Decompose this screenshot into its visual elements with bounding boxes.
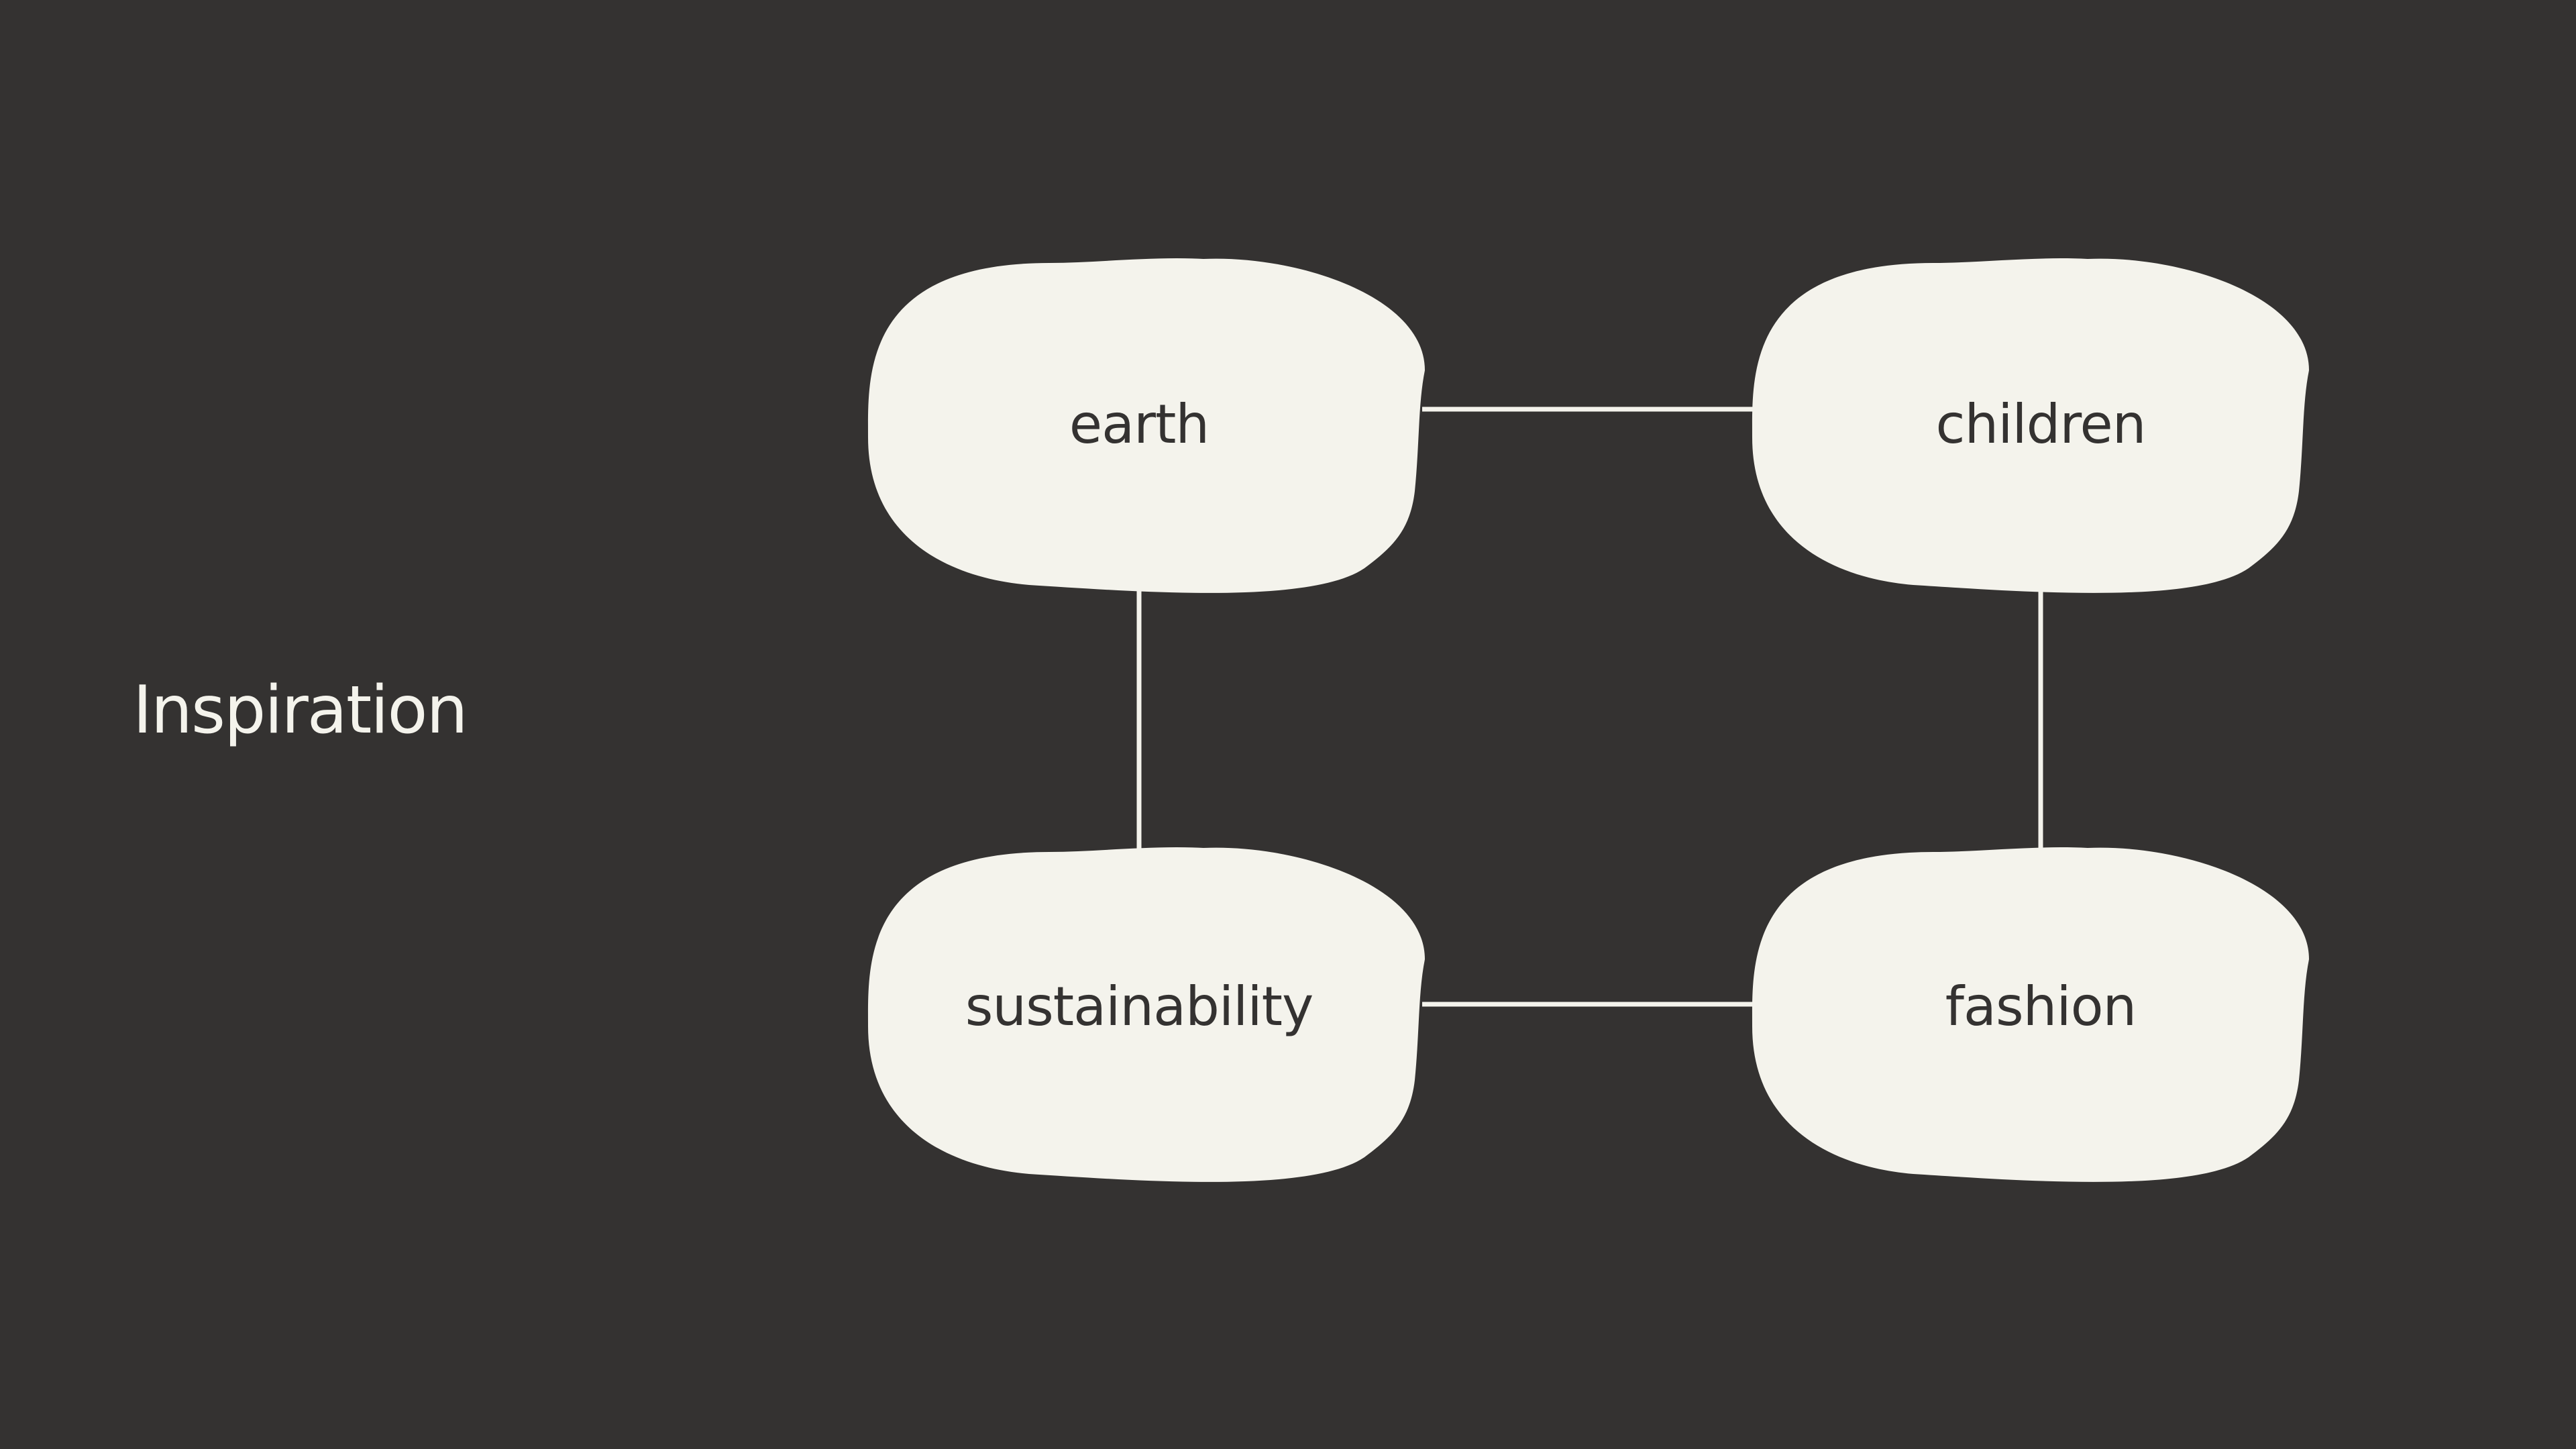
node-earth: earth bbox=[867, 258, 1425, 593]
node-children: children bbox=[1752, 258, 2309, 593]
node-fashion: fashion bbox=[1752, 847, 2309, 1182]
node-sustainability: sustainability bbox=[867, 847, 1425, 1182]
node-label-sustainability: sustainability bbox=[965, 975, 1313, 1038]
node-label-fashion: fashion bbox=[1945, 975, 2136, 1038]
node-label-earth: earth bbox=[1069, 393, 1209, 455]
slide-title: Inspiration bbox=[133, 672, 468, 749]
node-label-children: children bbox=[1936, 393, 2146, 455]
